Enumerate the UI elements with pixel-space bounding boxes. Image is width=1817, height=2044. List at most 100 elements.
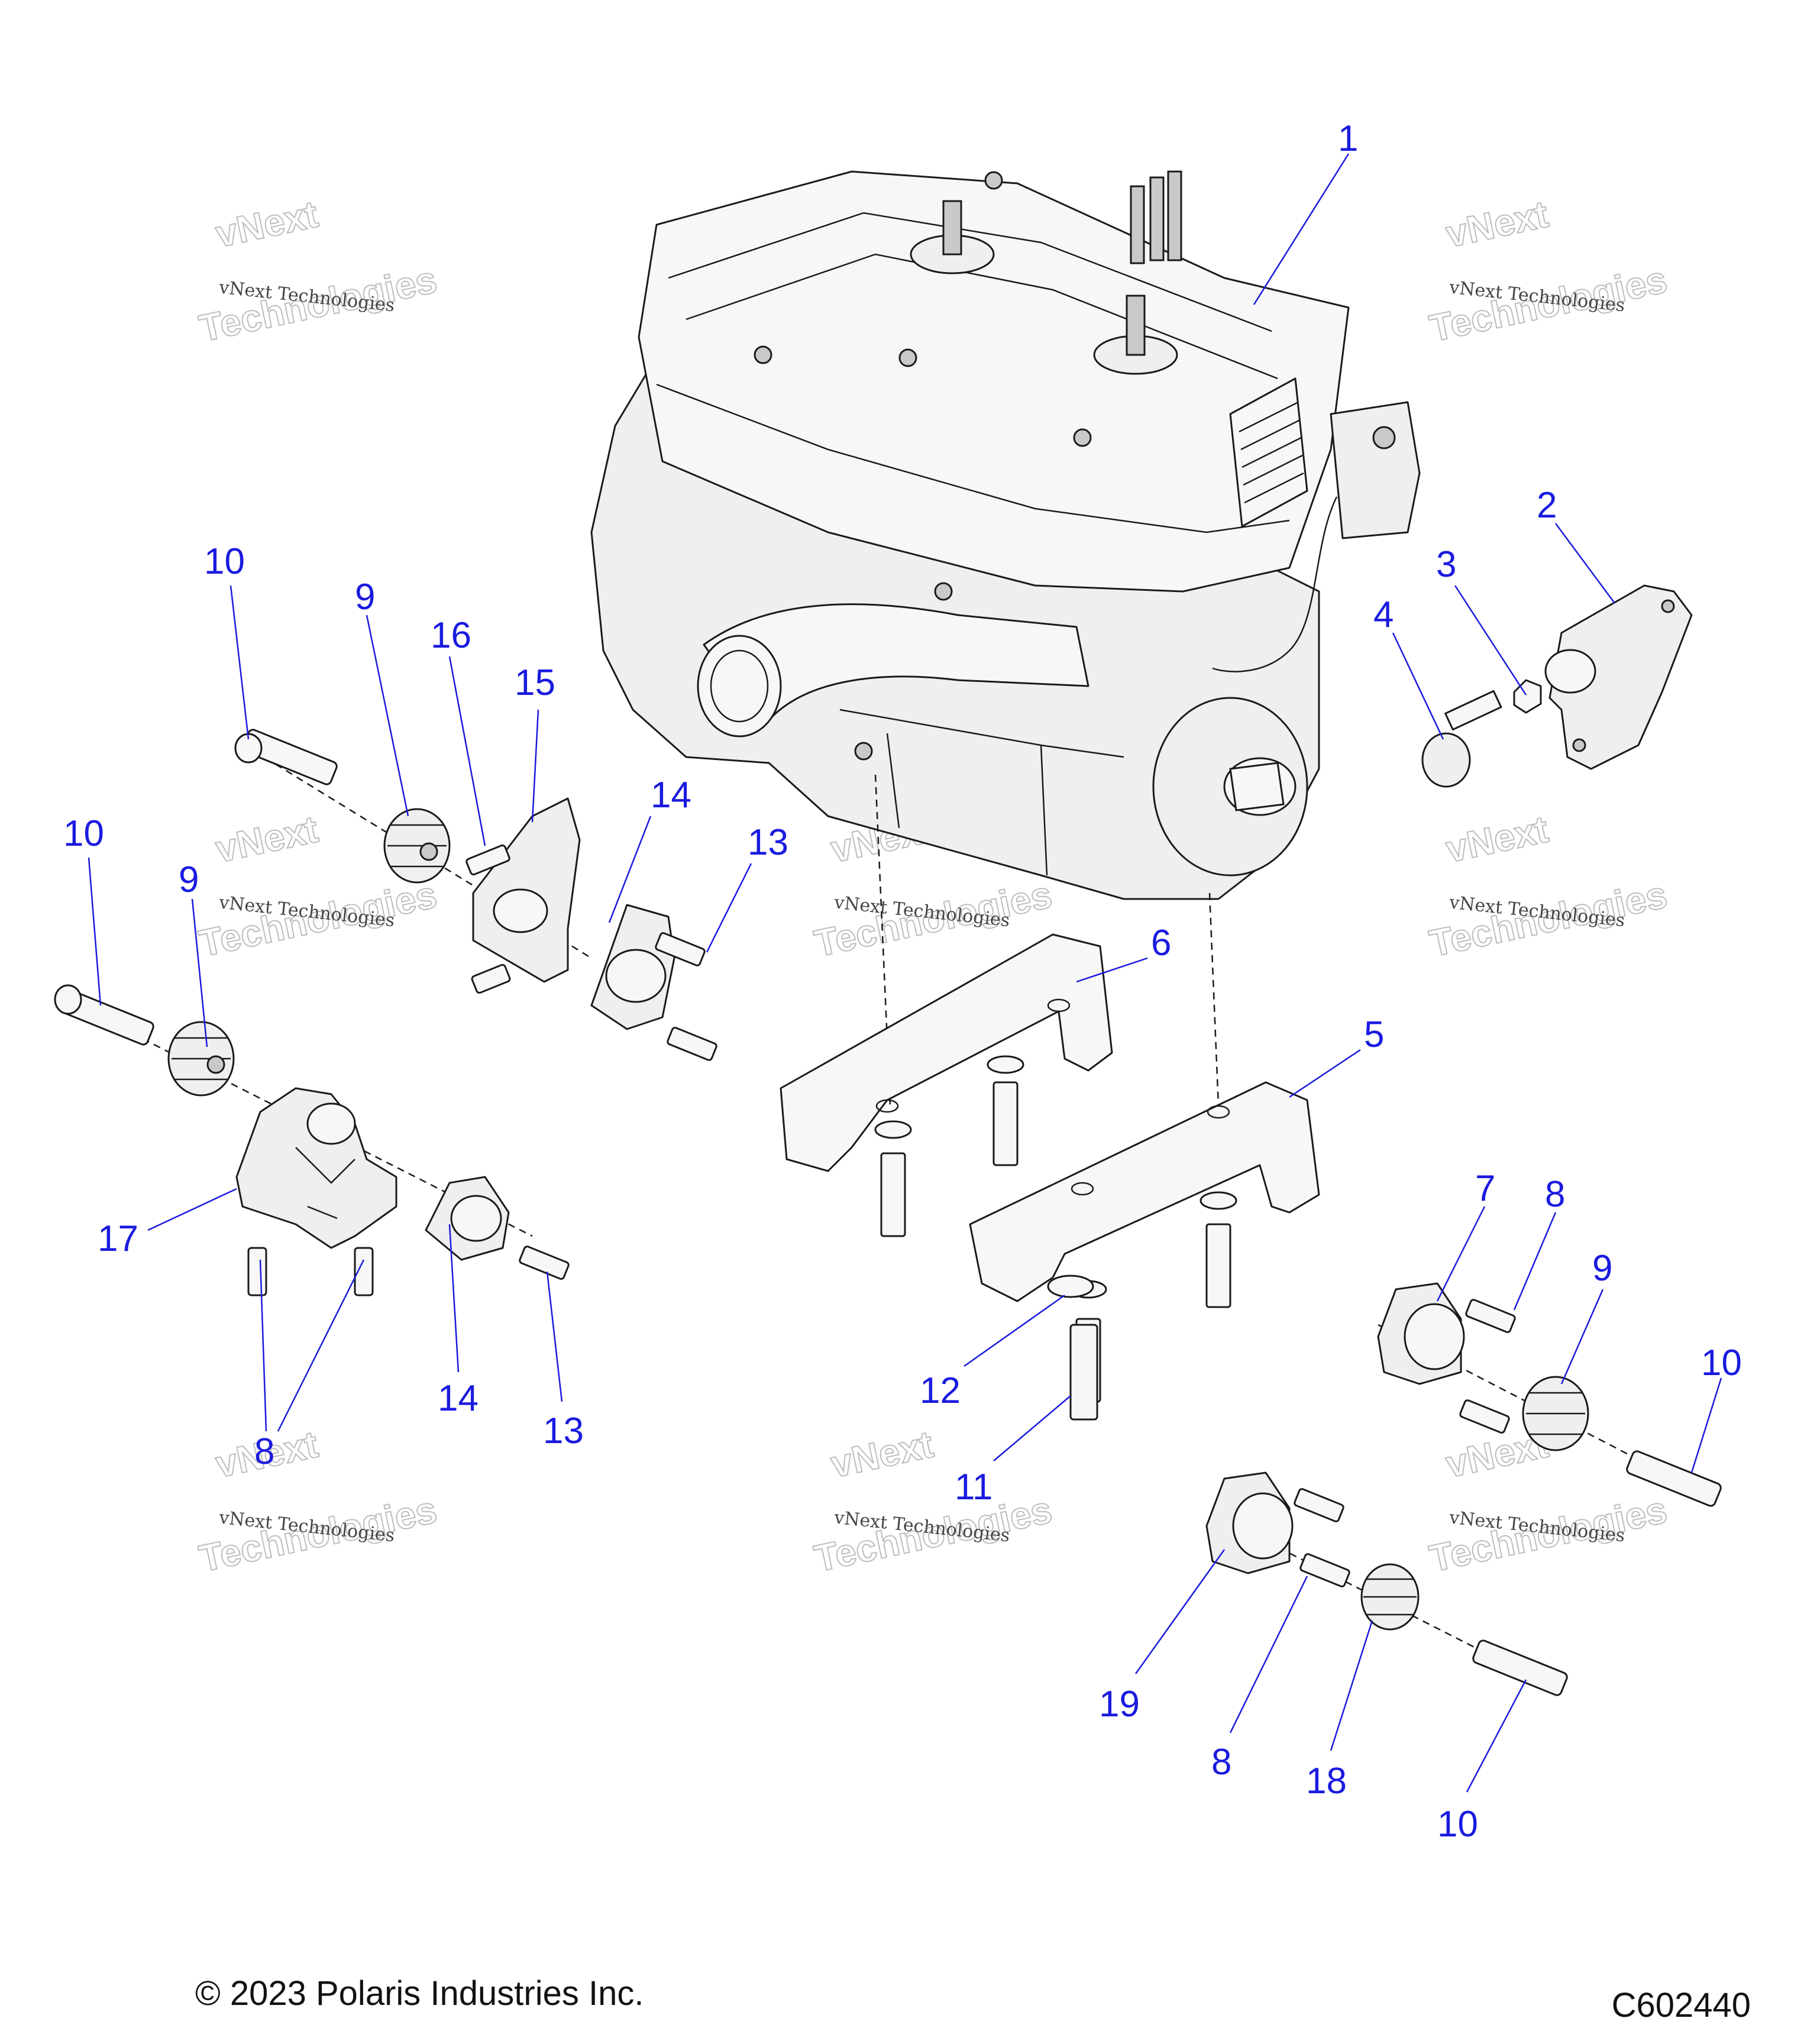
- rubber-bushing: [1522, 1376, 1589, 1451]
- callout-number: 15: [515, 662, 555, 703]
- bracket-hole: [1572, 738, 1586, 752]
- stud: [1130, 185, 1145, 264]
- leader-line: [608, 816, 652, 923]
- copyright-text: © 2023 Polaris Industries Inc.: [195, 1974, 644, 2013]
- mount-hole: [1071, 1182, 1094, 1196]
- engine-bolt: [934, 582, 953, 601]
- leader-line: [1076, 957, 1148, 983]
- engine-bolt: [984, 171, 1003, 190]
- crankshaft-stub: [1229, 762, 1285, 811]
- engine-bolt: [1073, 428, 1092, 447]
- callout-number: 11: [955, 1467, 992, 1508]
- rubber-bushing: [1360, 1563, 1420, 1631]
- washer: [1200, 1191, 1237, 1210]
- bolt-head: [54, 984, 82, 1015]
- flange-bolt: [655, 932, 706, 966]
- leader-line: [546, 1271, 563, 1402]
- leader-line: [964, 1294, 1065, 1367]
- watermark: vNext Technologies vNext Technologies: [1425, 192, 1671, 350]
- leader-line: [1289, 1049, 1361, 1098]
- watermark: vNext Technologies vNext Technologies: [195, 192, 441, 350]
- leader-line: [1436, 1206, 1486, 1302]
- bracket-hole: [1661, 599, 1675, 613]
- rubber-bushing: [167, 1021, 235, 1097]
- washer: [1047, 1275, 1094, 1298]
- callout-number: 2: [1537, 485, 1557, 526]
- flange-bolt: [667, 1027, 717, 1061]
- mount-bolt: [1069, 1324, 1098, 1421]
- watermark: vNext Technologies vNext Technologies: [1425, 807, 1671, 965]
- exhaust-manifold: [703, 603, 1089, 729]
- leader-line: [277, 1259, 365, 1432]
- callouts: 1 2 3 4 5 6 7 8 9 10 10 9 16 15 14 13 10…: [63, 118, 1742, 1845]
- mount-bolt: [992, 1081, 1019, 1166]
- leader-line: [1330, 1620, 1373, 1751]
- mount-cup-bore: [1404, 1303, 1465, 1370]
- callout-number: 10: [1701, 1343, 1742, 1383]
- leader-line: [366, 615, 409, 817]
- bumper-stud: [1444, 690, 1502, 731]
- isolator-core: [450, 1195, 502, 1242]
- callout-number: 16: [431, 615, 471, 656]
- leader-line: [88, 857, 102, 1006]
- callout-number: 19: [1099, 1684, 1140, 1725]
- leader-line: [147, 1188, 237, 1231]
- leader-line: [448, 656, 486, 846]
- leader-line: [191, 898, 208, 1047]
- leader-line: [1454, 585, 1527, 696]
- watermark: vNext Technologies vNext Technologies: [810, 1422, 1056, 1580]
- callout-number: 10: [204, 541, 245, 582]
- leader-line: [1466, 1679, 1527, 1793]
- mount-plate-bore: [493, 888, 548, 933]
- mount-hole: [1047, 998, 1071, 1013]
- mount-cup-bore: [1232, 1492, 1294, 1560]
- engine-bolt: [754, 345, 772, 364]
- callout-number: 9: [355, 577, 375, 617]
- callout-number: 7: [1475, 1168, 1495, 1209]
- nut: [1513, 679, 1542, 714]
- leader-line: [1253, 153, 1350, 305]
- leader-line: [1690, 1377, 1722, 1473]
- mount-bolt: [1205, 1223, 1231, 1308]
- engine-bolt: [898, 348, 917, 367]
- engine-assembly: [590, 170, 1421, 900]
- spark-plug: [1126, 295, 1146, 356]
- callout-number: 12: [920, 1370, 961, 1411]
- leader-line: [259, 1259, 267, 1432]
- leader-line: [1134, 1549, 1226, 1674]
- callout-number: 6: [1151, 923, 1171, 963]
- leader-line: [1229, 1576, 1308, 1733]
- leader-line: [1513, 1212, 1557, 1311]
- callout-number: 8: [1211, 1742, 1231, 1783]
- cap-screw: [1294, 1488, 1344, 1522]
- diagram-code: C602440: [1612, 1986, 1751, 2024]
- callout-number: 13: [748, 822, 788, 863]
- wire-harness: [1212, 496, 1338, 672]
- carburetor: [1330, 401, 1421, 539]
- callout-number: 13: [543, 1411, 584, 1451]
- bracket-web: [295, 1147, 355, 1220]
- leader-line: [531, 709, 539, 823]
- leader-line: [1392, 632, 1444, 740]
- leader-lines: [88, 153, 1722, 1793]
- leader-line: [229, 585, 250, 740]
- stud: [1149, 176, 1165, 261]
- callout-number: 10: [1437, 1804, 1478, 1845]
- engine-head-cover: [638, 170, 1350, 593]
- bracket-bore: [306, 1102, 356, 1145]
- flange-bolt: [519, 1246, 570, 1280]
- callout-number: 17: [98, 1218, 138, 1259]
- cap-screw: [247, 1247, 267, 1296]
- callout-number: 8: [1545, 1174, 1565, 1215]
- washer: [987, 1055, 1024, 1074]
- mount-hole: [1207, 1105, 1230, 1119]
- leader-line: [1554, 523, 1616, 604]
- mount-hole: [875, 1099, 899, 1113]
- fin-lines: [1239, 401, 1304, 504]
- cap-screw: [354, 1247, 374, 1296]
- bracket-boss: [1544, 649, 1596, 694]
- watermark-text: vNext: [212, 192, 321, 256]
- head-cover-edge: [656, 383, 1290, 533]
- cooling-fins: [1229, 377, 1308, 528]
- bumper-stop: [1421, 732, 1471, 788]
